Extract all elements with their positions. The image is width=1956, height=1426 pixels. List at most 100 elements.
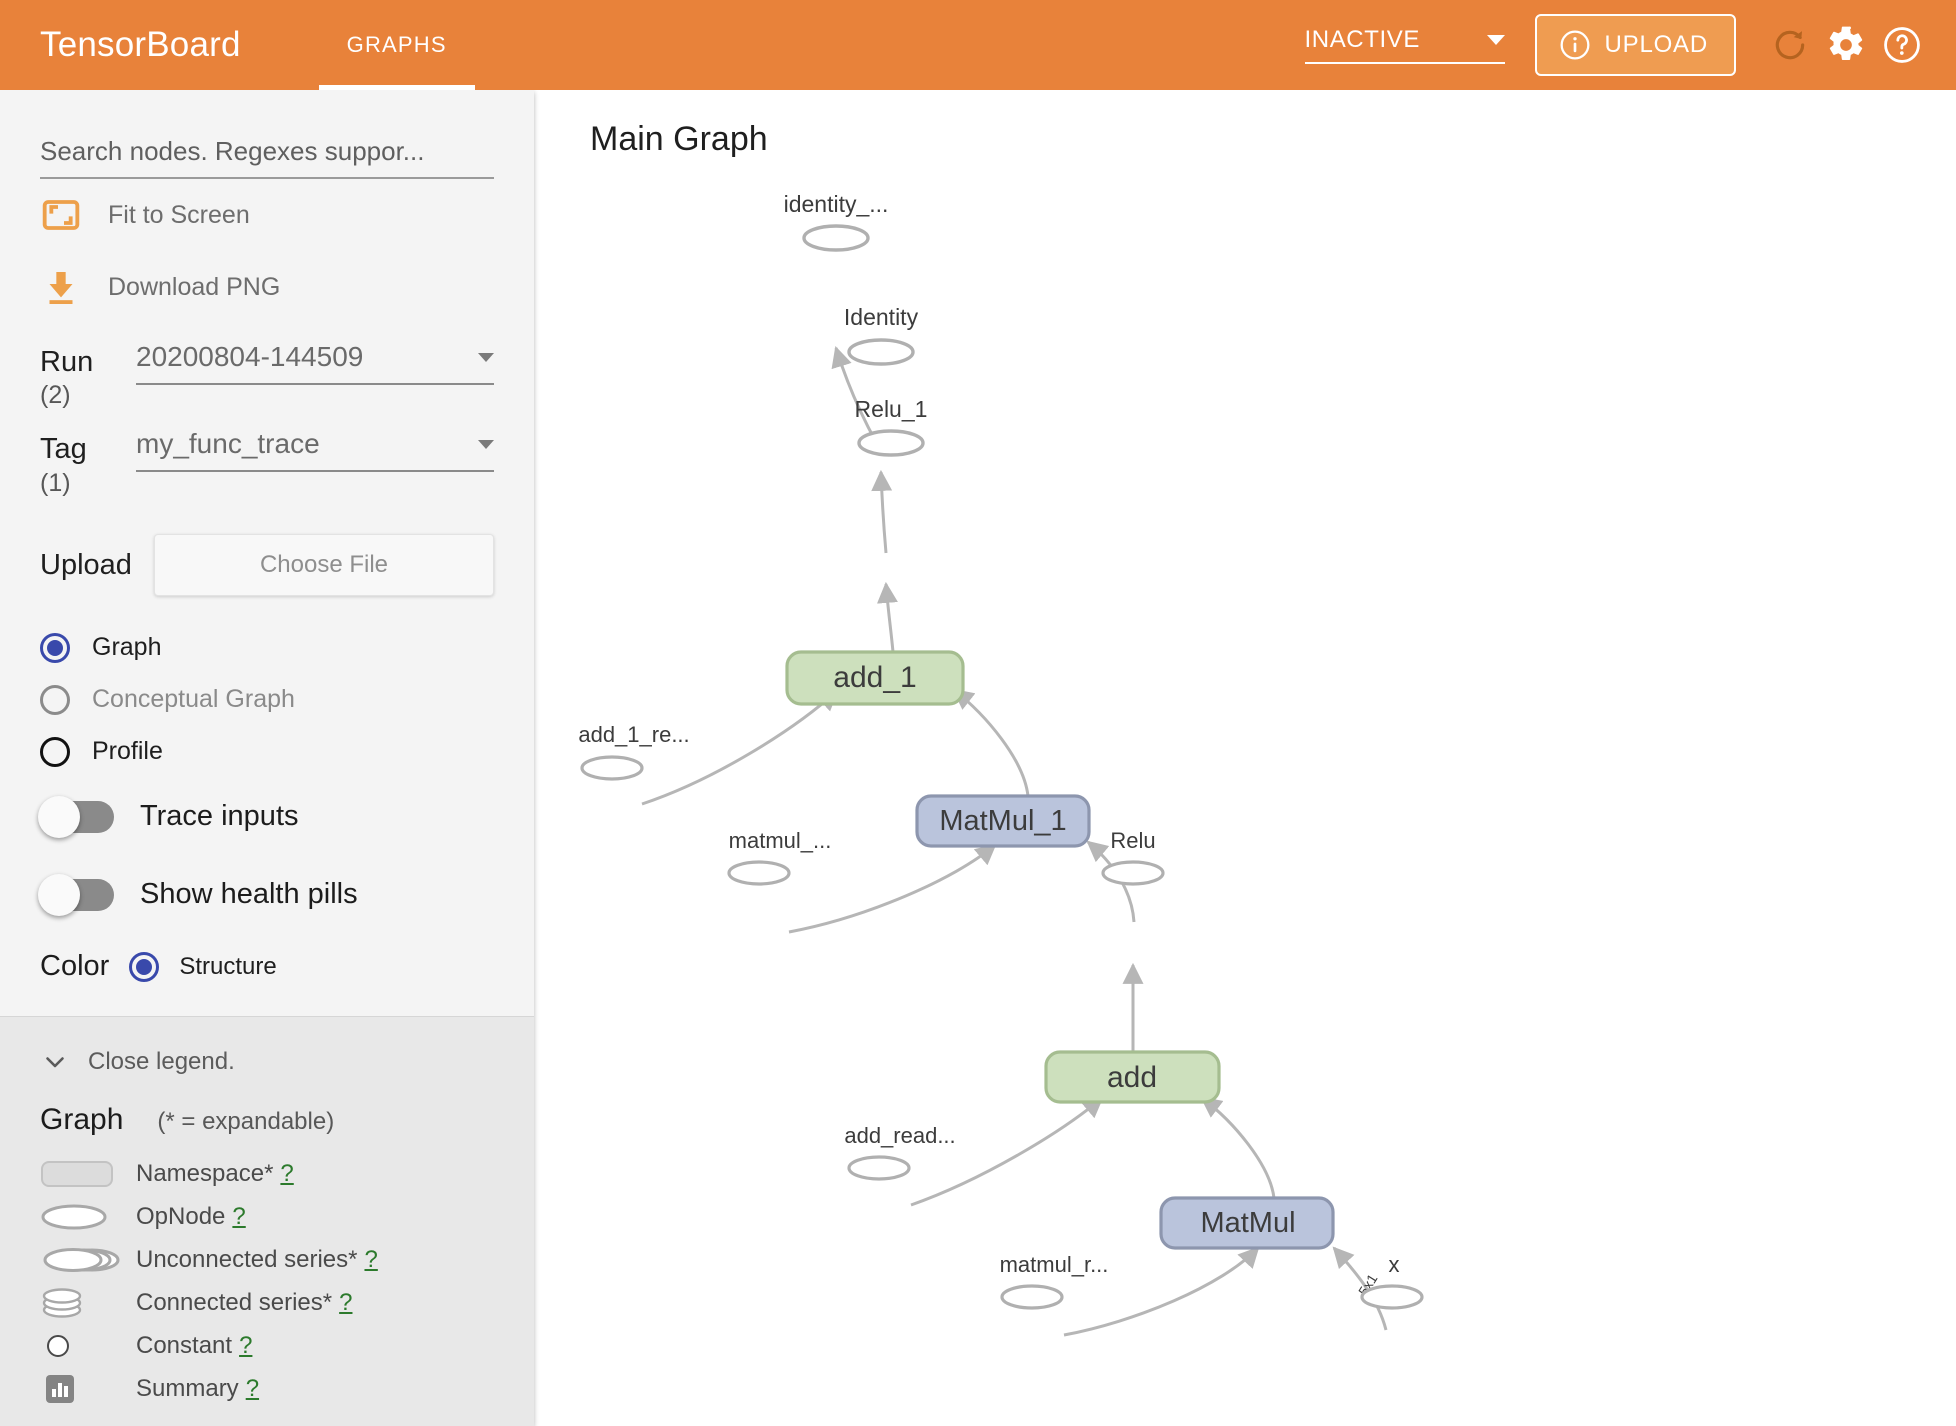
download-icon bbox=[40, 267, 82, 307]
namespace-swatch-icon bbox=[40, 1159, 136, 1189]
fit-to-screen-button[interactable]: Fit to Screen bbox=[40, 179, 494, 251]
radio-structure-indicator[interactable] bbox=[129, 951, 160, 982]
summary-swatch-icon bbox=[40, 1372, 136, 1406]
reload-button[interactable] bbox=[1762, 17, 1818, 73]
node-x[interactable]: x bbox=[1360, 1252, 1424, 1310]
show-health-pills-toggle[interactable]: Show health pills bbox=[38, 856, 494, 934]
choose-file-button[interactable]: Choose File bbox=[154, 533, 494, 596]
radio-conceptual-graph-indicator bbox=[40, 684, 70, 715]
legend-unconnected-series-help[interactable]: ? bbox=[364, 1246, 378, 1274]
radio-graph[interactable]: Graph bbox=[40, 622, 494, 674]
search-section bbox=[40, 90, 494, 179]
node-relu-1-label: Relu_1 bbox=[855, 396, 928, 422]
legend-connected-series-help[interactable]: ? bbox=[339, 1289, 353, 1317]
constant-swatch-icon bbox=[40, 1331, 136, 1361]
legend-constant-text: Constant ? bbox=[136, 1332, 252, 1360]
legend-summary-text: Summary ? bbox=[136, 1375, 259, 1403]
legend-connected-series-label: Connected series* bbox=[136, 1289, 333, 1317]
graph-svg[interactable]: 5x1 identity_... Identity Relu_ bbox=[534, 90, 1956, 1426]
run-selector: Run (2) 20200804-144509 bbox=[40, 341, 494, 410]
node-matmul[interactable]: MatMul bbox=[1159, 1196, 1335, 1250]
download-png-button[interactable]: Download PNG bbox=[40, 251, 494, 323]
node-add-shape bbox=[1044, 1050, 1221, 1104]
tag-dropdown[interactable]: my_func_trace bbox=[136, 428, 494, 473]
trace-inputs-toggle[interactable]: Trace inputs bbox=[38, 778, 494, 856]
close-legend-button[interactable]: Close legend. bbox=[40, 1047, 494, 1077]
node-add-1-read[interactable]: add_1_re... bbox=[578, 722, 690, 781]
legend-item-constant: Constant ? bbox=[40, 1325, 494, 1368]
node-add-read-shape bbox=[847, 1155, 911, 1181]
tag-control: my_func_trace bbox=[136, 428, 494, 473]
color-section: Color Structure bbox=[40, 934, 494, 1000]
graph-nodes: identity_... Identity Relu_1 bbox=[578, 191, 1424, 1310]
legend-opnode-help[interactable]: ? bbox=[232, 1203, 246, 1231]
fit-to-screen-icon bbox=[40, 195, 82, 235]
node-identity-shape bbox=[847, 338, 915, 366]
app-brand: TensorBoard bbox=[40, 25, 241, 64]
node-relu-1[interactable]: Relu_1 bbox=[855, 396, 928, 457]
node-add-1[interactable]: add_1 bbox=[785, 650, 965, 706]
node-matmul-shape bbox=[1159, 1196, 1335, 1250]
legend-namespace-help[interactable]: ? bbox=[280, 1160, 294, 1188]
node-matmul-label: MatMul bbox=[1200, 1207, 1295, 1239]
upload-button[interactable]: UPLOAD bbox=[1534, 14, 1736, 76]
node-relu-shape bbox=[1101, 860, 1165, 886]
graph-type-radios: Graph Conceptual Graph Profile bbox=[40, 622, 494, 778]
show-health-pills-label: Show health pills bbox=[140, 878, 358, 911]
node-identity[interactable]: Identity bbox=[844, 304, 919, 366]
fit-to-screen-label: Fit to Screen bbox=[108, 200, 250, 229]
node-matmul-read-label: matmul_r... bbox=[1000, 1252, 1109, 1277]
node-add-read[interactable]: add_read... bbox=[844, 1123, 956, 1181]
node-add[interactable]: add bbox=[1044, 1050, 1221, 1104]
legend-summary-help[interactable]: ? bbox=[245, 1375, 260, 1403]
info-icon bbox=[1559, 29, 1591, 61]
edge-add1-to-relu1 bbox=[876, 581, 898, 653]
upload-button-label: UPLOAD bbox=[1604, 31, 1708, 58]
node-matmul-1-label: MatMul_1 bbox=[939, 805, 1066, 837]
node-matmul-read[interactable]: matmul_r... bbox=[1000, 1252, 1109, 1310]
tag-count: (1) bbox=[40, 468, 71, 497]
edge-matmul-to-add bbox=[1200, 1096, 1276, 1199]
tag-label: Tag bbox=[40, 433, 87, 466]
node-relu-1-shape bbox=[857, 429, 925, 457]
tab-graphs[interactable]: GRAPHS bbox=[318, 0, 475, 90]
page-title: Main Graph bbox=[590, 120, 768, 158]
legend-connected-series-text: Connected series* ? bbox=[136, 1289, 352, 1317]
radio-graph-indicator bbox=[40, 632, 70, 663]
node-identity-label: Identity bbox=[844, 304, 919, 330]
close-legend-label: Close legend. bbox=[88, 1047, 235, 1075]
node-identity-out[interactable]: identity_... bbox=[784, 191, 889, 252]
legend-constant-help[interactable]: ? bbox=[239, 1332, 253, 1360]
tag-label-col: Tag (1) bbox=[40, 428, 136, 497]
graph-edges: 5x1 bbox=[641, 345, 1388, 1337]
node-add-1-shape bbox=[785, 650, 965, 706]
edge-add1read-to-add1 bbox=[641, 689, 839, 806]
search-input[interactable] bbox=[40, 132, 494, 179]
download-png-label: Download PNG bbox=[108, 272, 281, 301]
settings-button[interactable] bbox=[1818, 17, 1874, 73]
node-relu-label: Relu bbox=[1110, 828, 1155, 853]
node-matmul-1[interactable]: MatMul_1 bbox=[915, 794, 1091, 848]
run-dropdown[interactable]: 20200804-144509 bbox=[136, 341, 494, 385]
run-status-dropdown[interactable]: INACTIVE bbox=[1304, 26, 1505, 64]
node-add-label: add bbox=[1107, 1061, 1157, 1094]
node-matmul-read-1[interactable]: matmul_... bbox=[727, 828, 832, 886]
radio-conceptual-graph[interactable]: Conceptual Graph bbox=[40, 674, 494, 726]
radio-profile[interactable]: Profile bbox=[40, 726, 494, 778]
node-add-read-label: add_read... bbox=[844, 1123, 955, 1148]
show-health-pills-switch bbox=[38, 873, 114, 916]
legend-unconnected-series-label: Unconnected series* bbox=[136, 1246, 358, 1274]
opnode-swatch-icon bbox=[40, 1202, 136, 1232]
help-button[interactable] bbox=[1874, 17, 1930, 73]
run-count: (2) bbox=[40, 381, 71, 410]
legend-panel: Close legend. Graph (* = expandable) Nam… bbox=[0, 1015, 534, 1426]
node-matmul-read-shape bbox=[1000, 1284, 1064, 1310]
node-relu[interactable]: Relu bbox=[1101, 828, 1165, 886]
node-matmul-read-1-label: matmul_... bbox=[729, 828, 832, 853]
run-control: 20200804-144509 bbox=[136, 341, 494, 385]
legend-constant-label: Constant bbox=[136, 1332, 233, 1360]
graph-canvas[interactable]: Main Graph bbox=[534, 90, 1956, 1426]
radio-conceptual-graph-label: Conceptual Graph bbox=[92, 685, 295, 714]
legend-title: Graph bbox=[40, 1102, 124, 1136]
